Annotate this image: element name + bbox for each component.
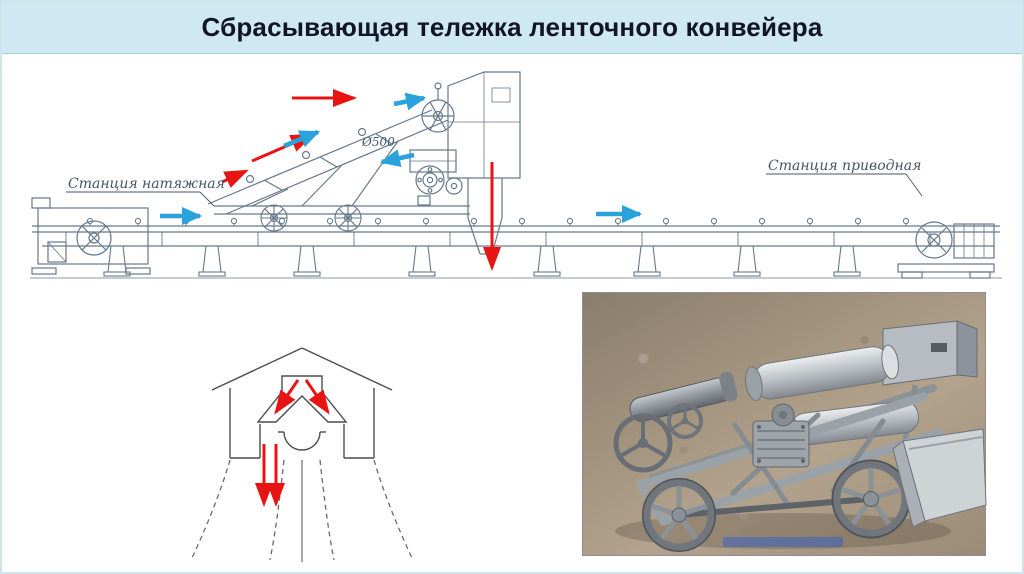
title-bar: Сбрасывающая тележка ленточного конвейер… <box>2 2 1022 54</box>
stockpile <box>191 459 413 561</box>
tension-station <box>31 197 151 275</box>
photo-watermark <box>723 537 843 547</box>
pulley-diameter-label: Ø500 <box>361 135 395 149</box>
schematic-arrows-red <box>255 379 330 507</box>
upper-drum <box>745 344 899 401</box>
label-drive-station: Станция приводная <box>768 158 921 174</box>
flow-arrows-red <box>221 89 501 271</box>
conveyor-diagram: Станция натяжная Станция приводная Ø500 <box>30 71 1002 279</box>
handwheel <box>613 403 703 473</box>
trolley-machine <box>613 320 987 552</box>
left-wheel <box>642 478 716 552</box>
station-labels: Станция натяжная Станция приводная Ø500 <box>66 135 923 207</box>
discharge-chute-plate <box>892 428 987 528</box>
gearbox <box>752 403 810 468</box>
label-tension-station: Станция натяжная <box>68 176 225 192</box>
trolley-photo <box>582 292 987 556</box>
discharge-schematic <box>191 347 413 562</box>
chute-housing <box>211 347 393 459</box>
flow-arrows-blue <box>160 92 643 225</box>
right-wheel <box>831 459 911 539</box>
slide-title: Сбрасывающая тележка ленточного конвейер… <box>201 12 823 42</box>
drive-station <box>897 221 995 279</box>
main-belt <box>30 217 1002 279</box>
discharge-trolley <box>207 71 521 255</box>
